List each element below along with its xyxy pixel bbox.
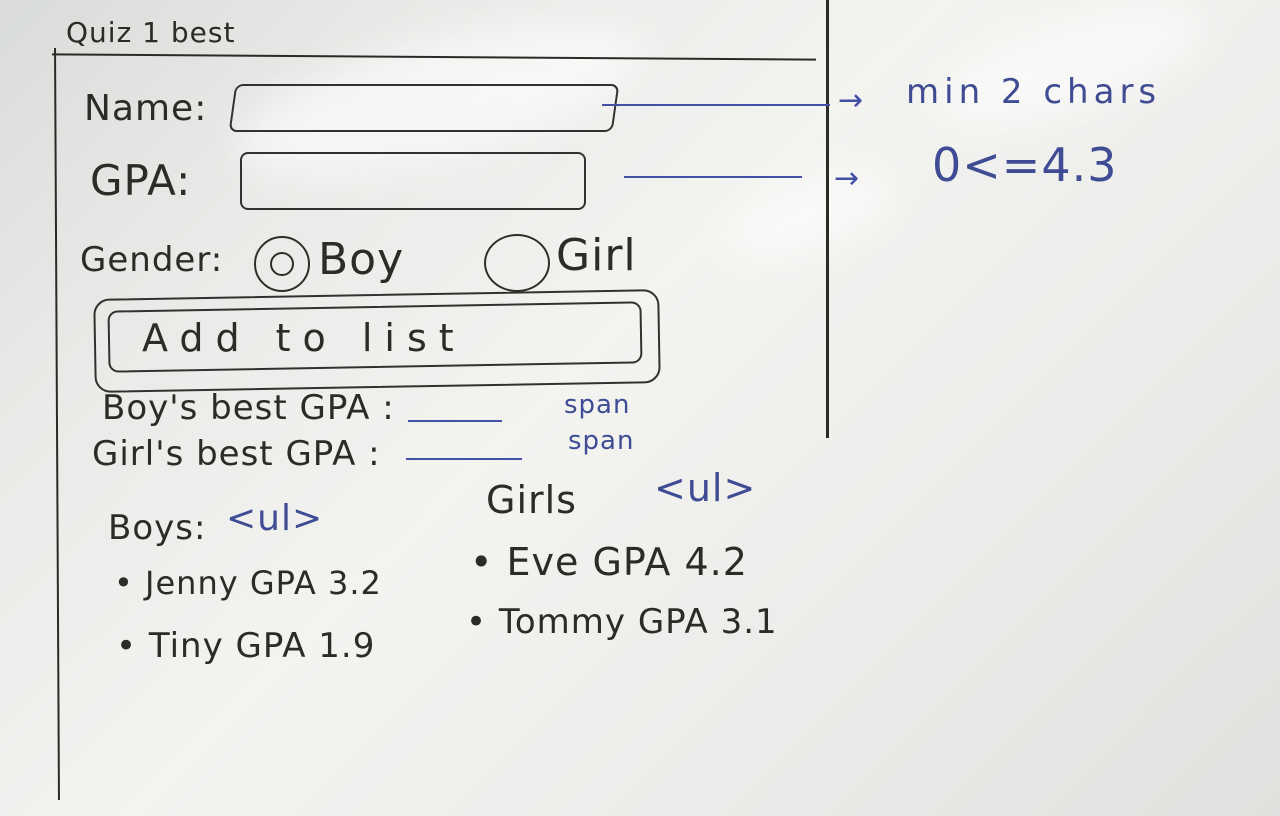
girls-list-item: • Tommy GPA 3.1: [466, 602, 778, 642]
girls-list-item: • Eve GPA 4.2: [470, 540, 748, 584]
girls-list-title: Girls: [486, 478, 577, 522]
boys-list-item-text: Tiny GPA 1.9: [148, 626, 376, 666]
gpa-rule-arrow-icon: →: [834, 161, 860, 196]
boy-radio-selected-icon: [270, 252, 294, 276]
girls-list-item-text: Tommy GPA 3.1: [498, 602, 778, 642]
boys-list-title: Boys:: [108, 508, 207, 548]
name-label: Name:: [84, 88, 208, 129]
name-rule-connector: [602, 104, 830, 106]
boy-option-label: Boy: [318, 234, 405, 285]
span-note-1: span: [564, 390, 631, 420]
girls-list-item-text: Eve GPA 4.2: [506, 540, 748, 584]
boys-ul-note: <ul>: [226, 498, 324, 539]
boy-radio[interactable]: [254, 236, 310, 292]
add-to-list-label: Add to list: [142, 316, 466, 360]
girls-best-gpa-label: Girl's best GPA :: [92, 434, 381, 474]
gender-label: Gender:: [80, 240, 224, 280]
left-border: [54, 47, 60, 801]
divider-line: [826, 0, 829, 438]
name-rule-arrow-icon: →: [838, 83, 864, 118]
boys-list-item: • Jenny GPA 3.2: [114, 564, 382, 602]
girls-best-gpa-span: [406, 458, 522, 460]
name-input[interactable]: [228, 84, 620, 132]
span-note-2: span: [568, 426, 635, 456]
gpa-rule-connector: [624, 176, 802, 178]
boys-list-item: • Tiny GPA 1.9: [116, 626, 376, 666]
boys-list-item-text: Jenny GPA 3.2: [145, 564, 382, 602]
gpa-label: GPA:: [90, 156, 192, 205]
gpa-input[interactable]: [240, 152, 586, 210]
name-rule-note: min 2 chars: [906, 72, 1162, 112]
top-border: [52, 53, 816, 61]
boys-best-gpa-span: [408, 420, 502, 422]
girls-ul-note: <ul>: [654, 466, 757, 510]
glare-highlight: [713, 151, 907, 279]
gpa-rule-note: 0<=4.3: [932, 138, 1118, 192]
girl-option-label: Girl: [556, 230, 637, 281]
girl-radio[interactable]: [484, 234, 550, 292]
page-title: Quiz 1 best: [66, 16, 236, 49]
boys-best-gpa-label: Boy's best GPA :: [102, 388, 395, 428]
